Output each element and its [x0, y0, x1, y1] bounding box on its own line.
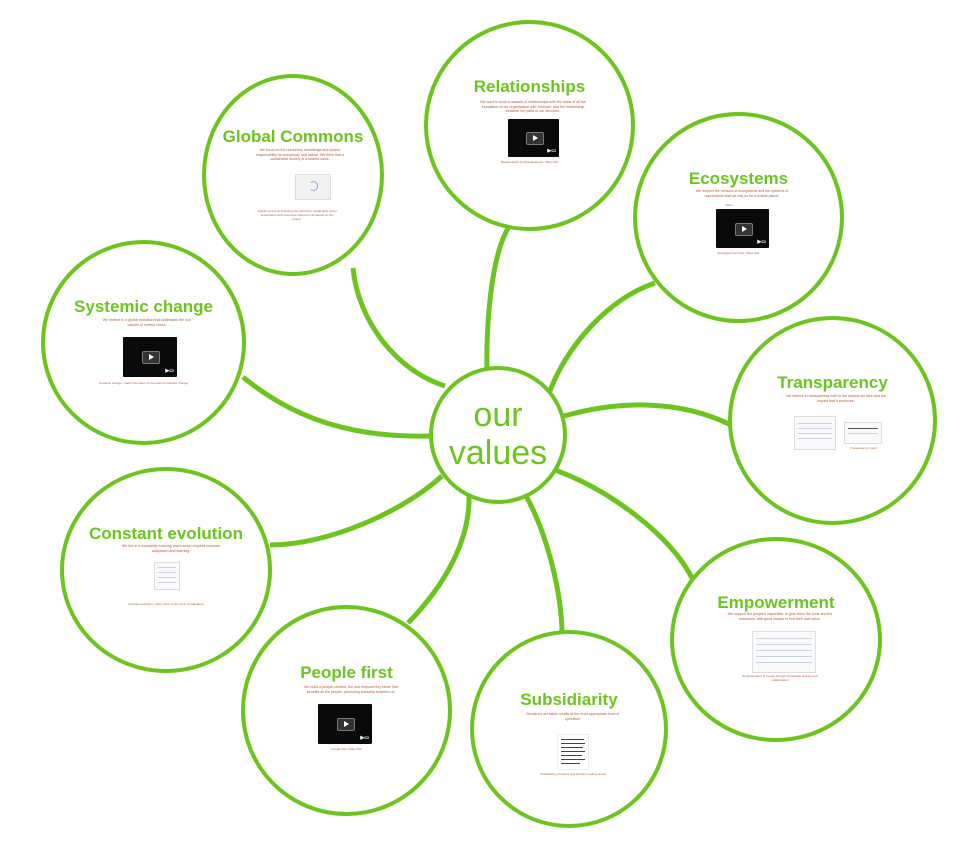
- video-player[interactable]: ▶▭: [123, 337, 177, 377]
- node-ecosystems[interactable]: Ecosystems We respect the network of eco…: [633, 112, 844, 323]
- media-caption: Relationships and Development: Video 001: [500, 160, 559, 164]
- node-title: Relationships: [473, 77, 586, 96]
- media-caption: Global commons including the commons, su…: [257, 209, 337, 221]
- connector-empowerment: [554, 467, 695, 580]
- center-node[interactable]: our values: [429, 366, 567, 504]
- node-description: We focus on the resources, knowledge and…: [256, 148, 344, 162]
- node-transparency[interactable]: Transparency We believe in transparency …: [728, 316, 937, 525]
- connector-subsidiarity: [522, 492, 565, 636]
- document-thumbnail[interactable]: [557, 734, 589, 770]
- node-description: We respect the network of ecosystems and…: [695, 189, 789, 198]
- node-title: Empowerment: [717, 593, 835, 612]
- media-caption: Ecosystem services: Video 002: [717, 251, 760, 255]
- media-caption: Empowerment of people through knowledge …: [742, 674, 818, 682]
- youtube-logo-icon: ▶▭: [757, 239, 766, 245]
- center-label-line-1: our: [473, 396, 523, 434]
- node-people-first[interactable]: People first We build a people-centred, …: [241, 605, 452, 816]
- node-title: Global Commons: [222, 127, 364, 146]
- connector-ecosystems: [547, 280, 656, 392]
- node-description: We support the people's capacities, to g…: [727, 612, 833, 621]
- connector-constant-evolution: [269, 474, 444, 548]
- media-caption: Subsidiarity principles and decision-mak…: [540, 772, 606, 776]
- connector-transparency: [563, 402, 733, 428]
- play-icon[interactable]: [525, 132, 544, 145]
- image-thumbnail[interactable]: [295, 174, 331, 200]
- screenshot-thumbnail[interactable]: [844, 422, 882, 444]
- youtube-logo-icon: ▶▭: [165, 368, 174, 374]
- youtube-logo-icon: ▶▭: [360, 735, 369, 741]
- connector-systemic-change: [241, 375, 431, 439]
- node-description: We believe in transparency both in the a…: [786, 394, 886, 403]
- media-caption: Constant evolution - learn more on the t…: [127, 602, 205, 606]
- media-caption: Transparency report: [850, 446, 877, 450]
- node-title: People first: [300, 663, 393, 682]
- loading-icon: [309, 181, 318, 191]
- node-title: Constant evolution: [89, 524, 243, 543]
- screenshot-thumbnail[interactable]: [154, 562, 180, 590]
- media-caption: Systemic change - watch the video on the…: [98, 381, 189, 385]
- node-description: We believe in a global transition that a…: [102, 318, 192, 327]
- node-systemic-change[interactable]: Systemic change We believe in a global t…: [41, 240, 246, 445]
- node-title: Systemic change: [74, 297, 213, 316]
- video-label: Video: [725, 203, 733, 207]
- node-title: Ecosystems: [688, 169, 789, 188]
- youtube-logo-icon: ▶▭: [547, 148, 556, 154]
- play-icon[interactable]: [337, 718, 355, 731]
- node-description: Decisions are taken locally at the most …: [526, 712, 620, 721]
- video-player[interactable]: ▶▭: [508, 119, 559, 157]
- screenshot-thumbnail[interactable]: [752, 631, 816, 673]
- node-subsidiarity[interactable]: Subsidiarity Decisions are taken locally…: [470, 630, 668, 828]
- node-description: We want to build a network of relationsh…: [480, 100, 586, 114]
- play-icon[interactable]: [734, 222, 753, 236]
- connector-people-first: [406, 495, 472, 625]
- connector-global-commons: [350, 267, 446, 389]
- media-caption: People first: Video 003: [331, 747, 362, 751]
- node-title: Subsidiarity: [520, 690, 618, 709]
- node-constant-evolution[interactable]: Constant evolution We live in a constant…: [60, 467, 272, 673]
- node-relationships[interactable]: Relationships We want to build a network…: [424, 20, 635, 231]
- node-empowerment[interactable]: Empowerment We support the people's capa…: [670, 537, 882, 742]
- play-icon[interactable]: [142, 351, 160, 364]
- node-description: We live in a constantly evolving world w…: [121, 544, 221, 553]
- video-player[interactable]: ▶▭: [318, 704, 372, 744]
- center-label-line-2: values: [448, 434, 548, 472]
- screenshot-thumbnail[interactable]: [794, 416, 836, 450]
- node-title: Transparency: [777, 373, 888, 392]
- node-description: We build a people-centred, fair and empo…: [304, 685, 398, 694]
- node-global-commons[interactable]: Global Commons We focus on the resources…: [202, 74, 384, 276]
- video-player[interactable]: ▶▭: [716, 209, 769, 248]
- connector-relationships: [484, 223, 513, 375]
